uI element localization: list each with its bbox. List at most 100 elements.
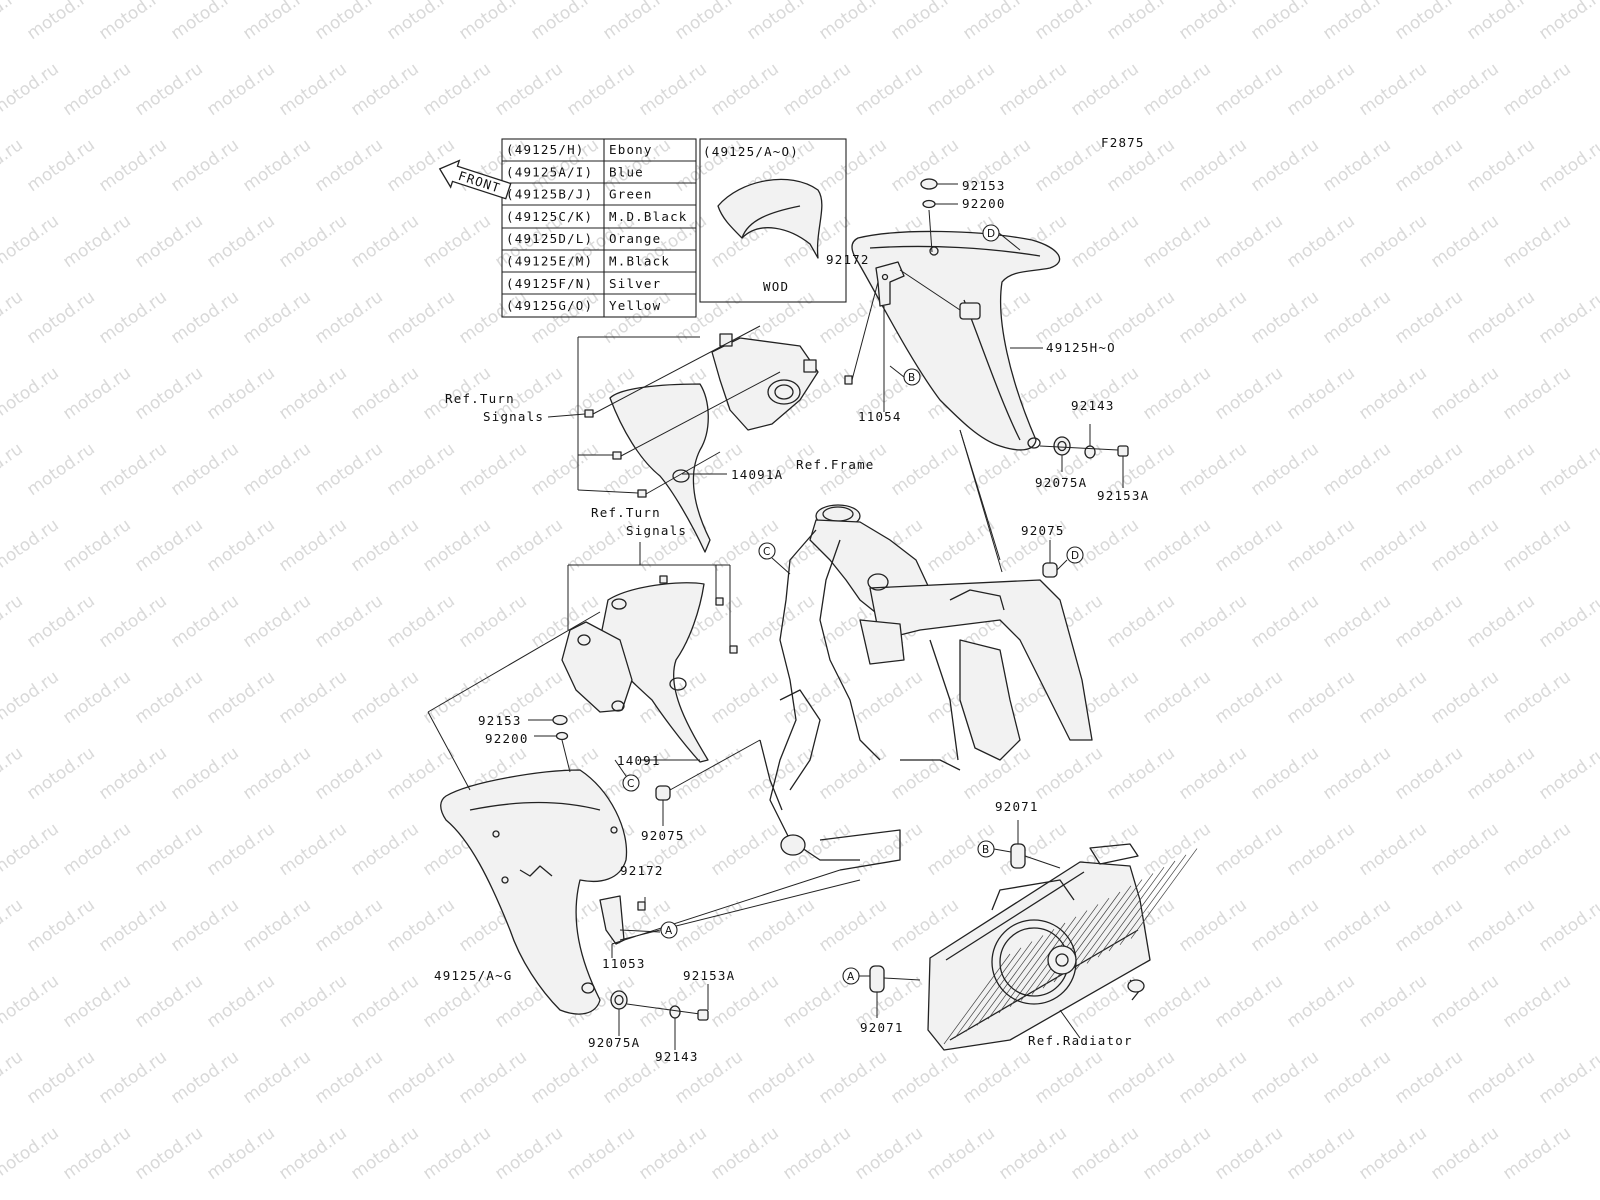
- watermark-text: motod.ru: [419, 515, 494, 576]
- watermark-text: motod.ru: [1211, 515, 1286, 576]
- watermark-text: motod.ru: [167, 591, 242, 652]
- watermark-text: motod.ru: [491, 59, 566, 120]
- watermark-text: motod.ru: [1355, 1123, 1430, 1184]
- watermark-text: motod.ru: [311, 0, 386, 44]
- watermark-text: motod.ru: [1355, 667, 1430, 728]
- watermark-text: motod.ru: [1355, 819, 1430, 880]
- label-49125H: 49125H~O: [1046, 340, 1116, 355]
- watermark-text: motod.ru: [347, 59, 422, 120]
- watermark-text: motod.ru: [599, 0, 674, 44]
- grommet-92071-bottom: [869, 965, 921, 1018]
- washer-92200-left: [534, 731, 569, 741]
- watermark-text: motod.ru: [1355, 59, 1430, 120]
- watermark-text: motod.ru: [815, 895, 890, 956]
- label-92075A-bottom: 92075A: [588, 1035, 640, 1050]
- watermark-text: motod.ru: [347, 667, 422, 728]
- watermark-text: motod.ru: [995, 59, 1070, 120]
- watermark-text: motod.ru: [1319, 895, 1394, 956]
- watermark-text: motod.ru: [203, 363, 278, 424]
- watermark-text: motod.ru: [1139, 211, 1214, 272]
- watermark-text: motod.ru: [1031, 743, 1106, 804]
- cowl-49125H-shape: [851, 230, 1061, 451]
- watermark-text: motod.ru: [131, 971, 206, 1032]
- watermark-text: motod.ru: [1247, 135, 1322, 196]
- watermark-text: motod.ru: [1283, 211, 1358, 272]
- watermark-text: motod.ru: [0, 59, 63, 120]
- watermark-text: motod.ru: [1499, 363, 1574, 424]
- watermark-text: motod.ru: [59, 363, 134, 424]
- watermark-text: motod.ru: [347, 819, 422, 880]
- label-92172-bottom: 92172: [620, 863, 664, 878]
- watermark-text: motod.ru: [635, 59, 710, 120]
- watermark-text: motod.ru: [1427, 363, 1502, 424]
- watermark-text: motod.ru: [851, 819, 926, 880]
- label-ref-turn-2a: Ref.Turn: [591, 505, 661, 520]
- watermark-text: motod.ru: [311, 743, 386, 804]
- label-92075-left: 92075: [641, 828, 685, 843]
- watermark-text: motod.ru: [311, 1047, 386, 1108]
- watermark-text: motod.ru: [311, 439, 386, 500]
- watermark-text: motod.ru: [131, 1123, 206, 1184]
- watermark-text: motod.ru: [1175, 439, 1250, 500]
- bolt-92153A-bottom: [697, 984, 709, 1021]
- callout-d-top: D: [982, 224, 1021, 251]
- watermark-text: motod.ru: [167, 1047, 242, 1108]
- watermark-text: motod.ru: [167, 135, 242, 196]
- watermark-text: motod.ru: [59, 515, 134, 576]
- watermark-text: motod.ru: [1535, 895, 1600, 956]
- watermark-text: motod.ru: [1139, 819, 1214, 880]
- watermark-text: motod.ru: [1175, 743, 1250, 804]
- watermark-text: motod.ru: [59, 59, 134, 120]
- watermark-text: motod.ru: [1211, 819, 1286, 880]
- watermark-text: motod.ru: [743, 895, 818, 956]
- inner-cover-14091A: [609, 333, 819, 553]
- color-table-code: (49125/H): [506, 142, 585, 157]
- radiator: [927, 843, 1198, 1051]
- watermark-text: motod.ru: [1175, 1047, 1250, 1108]
- watermark-text: motod.ru: [95, 135, 170, 196]
- watermark-text: motod.ru: [419, 59, 494, 120]
- watermark-text: motod.ru: [23, 0, 98, 44]
- watermark-text: motod.ru: [1463, 591, 1538, 652]
- bracket-11054: [844, 261, 961, 412]
- callout-d-right: D: [1066, 546, 1084, 564]
- watermark-text: motod.ru: [275, 515, 350, 576]
- label-92071-top: 92071: [995, 799, 1039, 814]
- watermark-text: motod.ru: [455, 591, 530, 652]
- watermark-text: motod.ru: [1247, 1047, 1322, 1108]
- watermark-text: motod.ru: [1247, 0, 1322, 44]
- watermark-text: motod.ru: [1499, 819, 1574, 880]
- callout-c-top: C: [758, 542, 791, 575]
- watermark-text: motod.ru: [239, 1047, 314, 1108]
- watermark-text: motod.ru: [0, 1047, 27, 1108]
- watermark-text: motod.ru: [23, 743, 98, 804]
- watermark-text: motod.ru: [275, 211, 350, 272]
- watermark-text: motod.ru: [671, 743, 746, 804]
- watermark-text: motod.ru: [1499, 59, 1574, 120]
- label-11053: 11053: [602, 956, 646, 971]
- watermark-text: motod.ru: [95, 591, 170, 652]
- svg-text:A: A: [665, 925, 673, 937]
- svg-text:C: C: [763, 546, 770, 558]
- washer-92200-top: [922, 199, 958, 209]
- watermark-text: motod.ru: [131, 819, 206, 880]
- label-ref-frame: Ref.Frame: [796, 457, 875, 472]
- watermark-text: motod.ru: [743, 0, 818, 44]
- inset-cowl-sketch: [717, 178, 823, 259]
- bolt-92153A-top: [1117, 445, 1129, 488]
- watermark-text: motod.ru: [1535, 743, 1600, 804]
- callout-b-right: B: [977, 840, 1012, 858]
- watermark-text: motod.ru: [347, 515, 422, 576]
- grommet-92071-top: [1010, 820, 1061, 869]
- watermark-text: motod.ru: [707, 59, 782, 120]
- label-ref-turn-1b: Signals: [483, 409, 544, 424]
- watermark-text: motod.ru: [23, 895, 98, 956]
- watermark-text: motod.ru: [0, 439, 27, 500]
- label-92075A-top: 92075A: [1035, 475, 1087, 490]
- watermark-text: motod.ru: [203, 1123, 278, 1184]
- watermark-text: motod.ru: [1499, 515, 1574, 576]
- watermark-text: motod.ru: [1463, 287, 1538, 348]
- watermark-text: motod.ru: [1067, 1123, 1142, 1184]
- watermark-text: motod.ru: [167, 895, 242, 956]
- watermark-text: motod.ru: [779, 1123, 854, 1184]
